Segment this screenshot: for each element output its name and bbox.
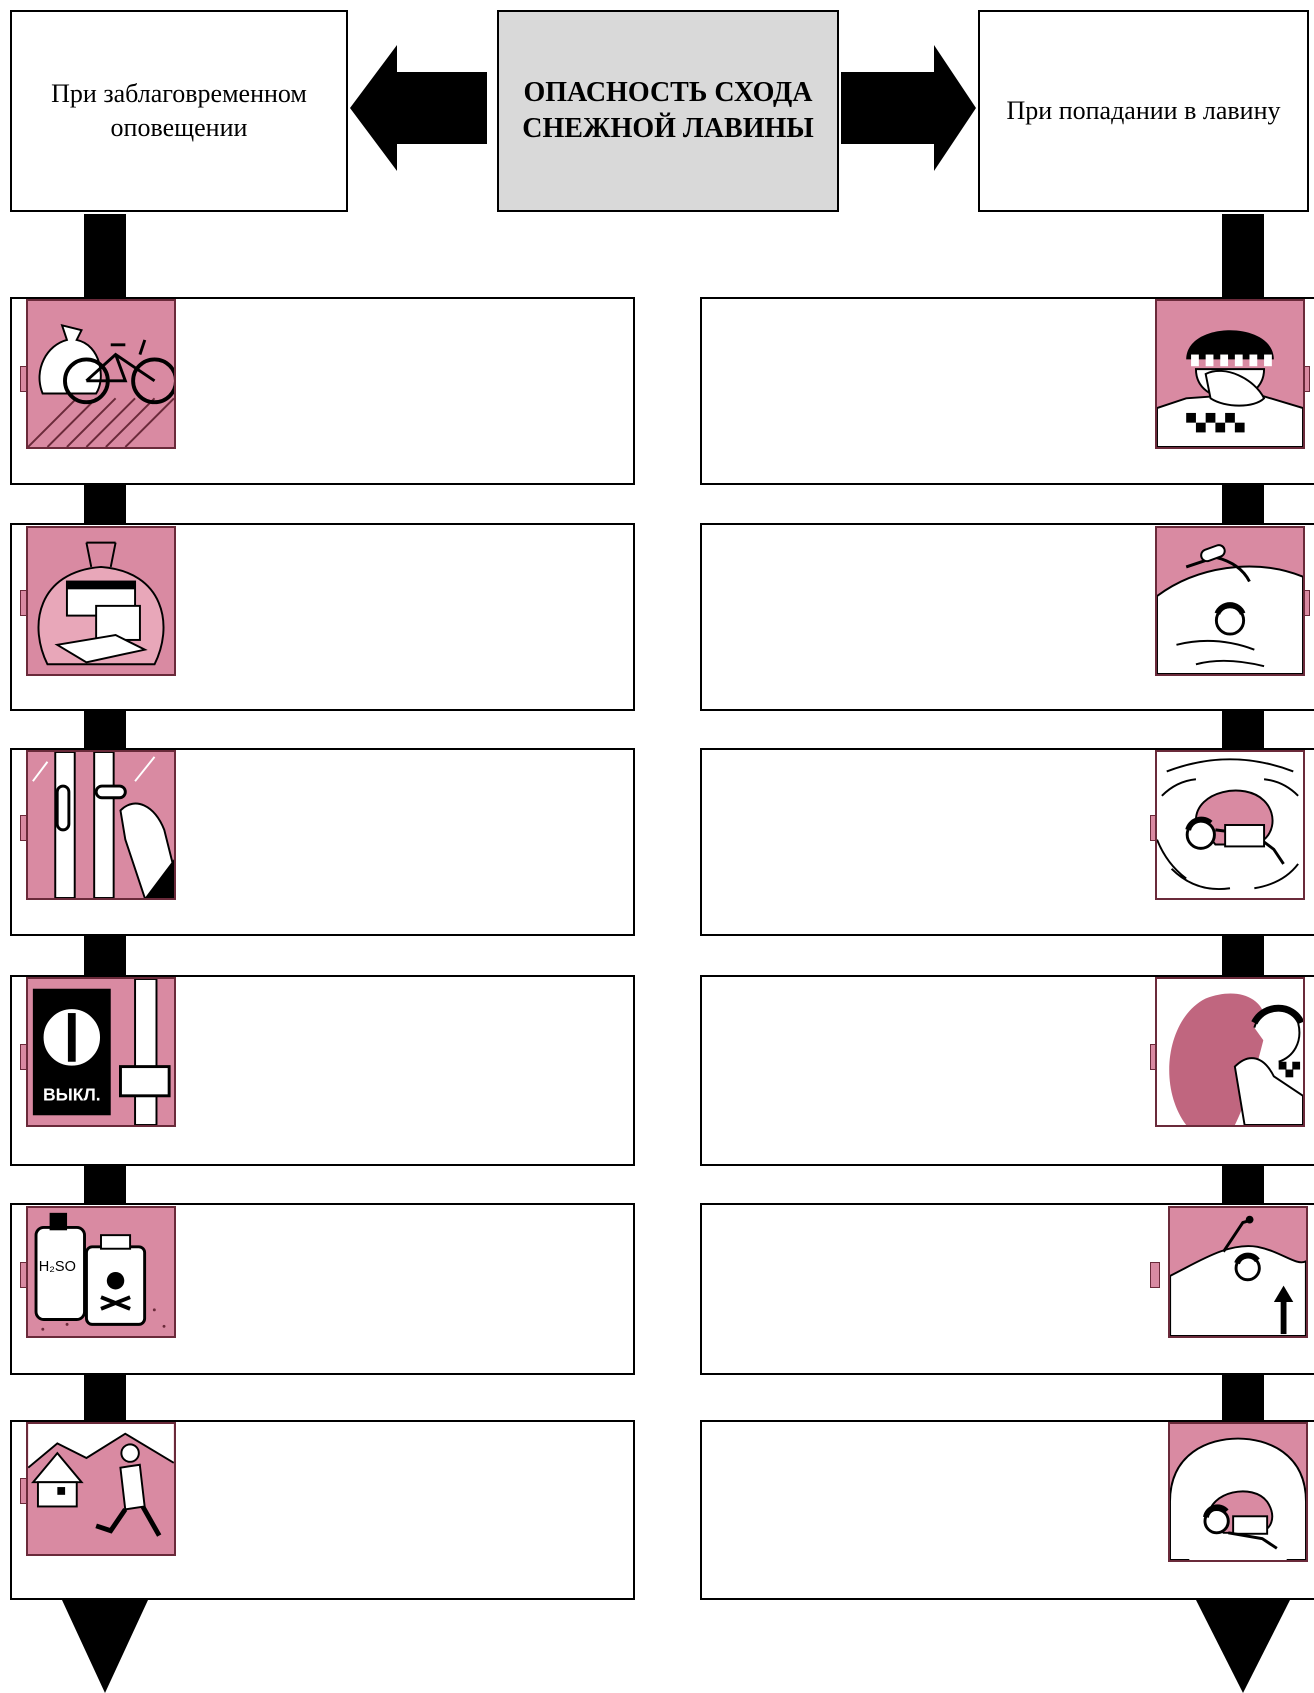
acid-label: H₂SO xyxy=(39,1259,76,1275)
create-air-space-icon xyxy=(1155,977,1305,1127)
closing-window-icon xyxy=(26,750,176,900)
switch-off-utilities-icon: ВЫКЛ. xyxy=(26,977,176,1127)
switch-off-label: ВЫКЛ. xyxy=(43,1085,101,1105)
cover-face-icon xyxy=(1155,299,1305,449)
right-down-arrowhead xyxy=(1196,1600,1290,1693)
left-pointing-arrow xyxy=(350,45,487,171)
swimming-in-snow-icon xyxy=(1155,526,1305,676)
chemicals-poison-icon: H₂SO xyxy=(26,1206,176,1338)
dig-upward-icon xyxy=(1168,1206,1308,1338)
running-from-house-icon xyxy=(26,1422,176,1556)
curled-up-person-icon xyxy=(1155,750,1305,900)
bag-and-bicycle-icon xyxy=(26,299,176,449)
packed-valuables-bag-icon xyxy=(26,526,176,676)
wait-for-rescue-icon xyxy=(1168,1422,1308,1562)
right-pointing-arrow xyxy=(841,45,976,171)
left-down-arrowhead xyxy=(62,1600,148,1693)
icon-tab xyxy=(1150,1262,1160,1288)
